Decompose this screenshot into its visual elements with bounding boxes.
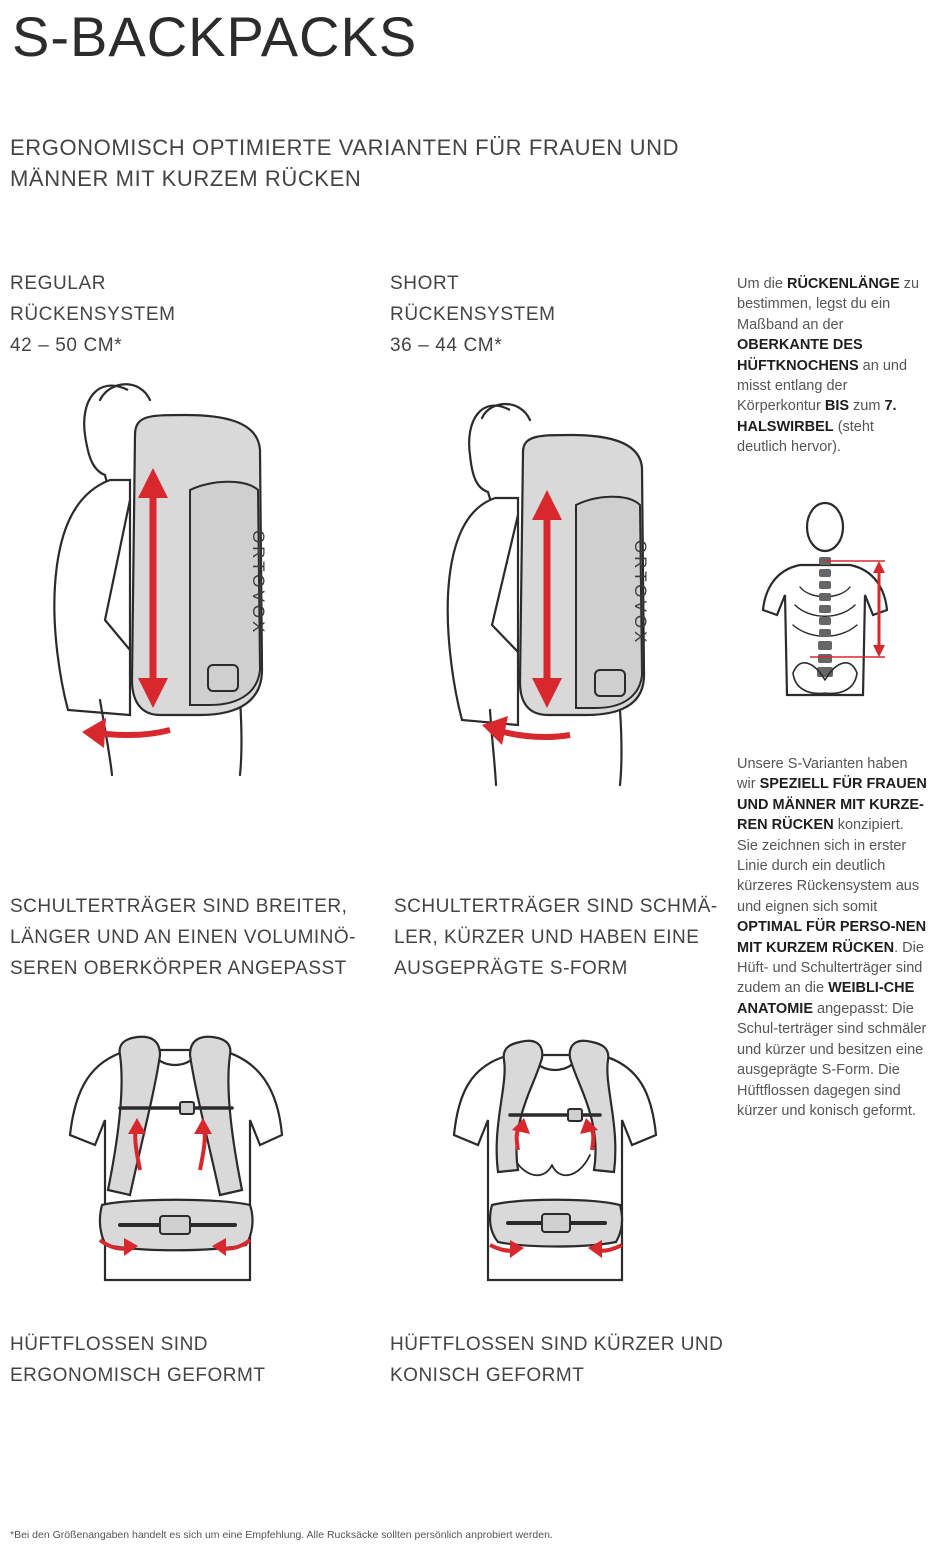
vertebrae xyxy=(817,557,833,677)
page-subtitle: ERGONOMISCH OPTIMIERTE VARIANTEN FÜR FRA… xyxy=(10,132,679,194)
regular-backpack-side-illustration: ORTOVOX xyxy=(53,383,268,777)
brand-logo-text: ORTOVOX xyxy=(249,530,268,635)
short-backpack-side-illustration: ORTOVOX xyxy=(446,403,650,787)
regular-shoulder-caption: SCHULTERTRÄGER SIND BREITER, LÄNGER UND … xyxy=(10,896,356,979)
spine-measurement-illustration xyxy=(761,501,889,697)
regular-system: RÜCKENSYSTEM xyxy=(10,304,176,325)
regular-name: REGULAR xyxy=(10,273,107,294)
subtitle-line-1: ERGONOMISCH OPTIMIERTE VARIANTEN FÜR FRA… xyxy=(10,135,680,160)
regular-harness-front-illustration xyxy=(68,1035,284,1282)
logo-badge-short xyxy=(594,669,626,697)
subtitle-line-2: MÄNNER MIT KURZEM RÜCKEN xyxy=(10,166,362,191)
regular-hip-caption: HÜFTFLOSSEN SIND ERGONOMISCH GEFORMT xyxy=(10,1334,266,1386)
brand-logo-text-short: ORTOVOX xyxy=(631,540,650,645)
short-name: SHORT xyxy=(390,273,460,294)
logo-badge xyxy=(207,664,239,692)
regular-range: 42 – 50 CM* xyxy=(10,335,123,356)
short-hip-caption: HÜFTFLOSSEN SIND KÜRZER UND KONISCH GEFO… xyxy=(390,1334,724,1386)
short-range: 36 – 44 CM* xyxy=(390,335,503,356)
page-title: S-BACKPACKS xyxy=(12,5,418,68)
short-system: RÜCKENSYSTEM xyxy=(390,304,556,325)
measure-note: Um die RÜCKENLÄNGE zu bestimmen, legst d… xyxy=(737,276,920,456)
regular-heading: REGULAR RÜCKENSYSTEM 42 – 50 CM* xyxy=(10,268,176,361)
footnote: *Bei den Größenangaben handelt es sich u… xyxy=(10,1529,553,1541)
short-heading: SHORT RÜCKENSYSTEM 36 – 44 CM* xyxy=(390,268,556,361)
short-shoulder-caption: SCHULTERTRÄGER SIND SCHMÄ- LER, KÜRZER U… xyxy=(394,896,718,979)
variant-note: Unsere S-Varianten haben wir SPEZIELL FÜ… xyxy=(737,756,927,1119)
short-harness-front-illustration xyxy=(452,1039,658,1282)
